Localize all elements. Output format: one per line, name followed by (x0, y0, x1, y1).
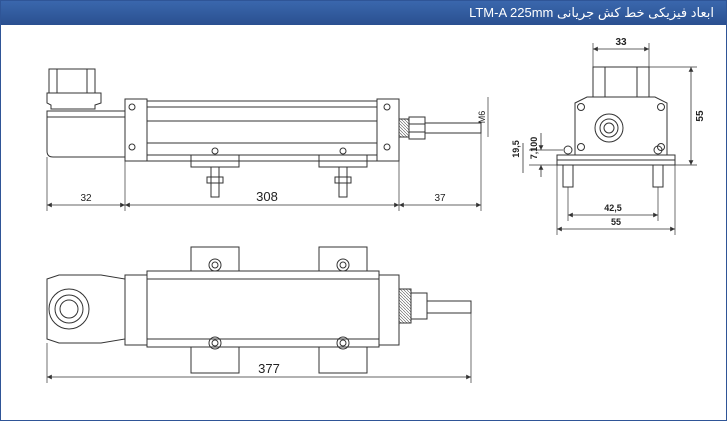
end-bolt-left (562, 164, 574, 188)
dim-mount-height: 19,5 (511, 140, 521, 158)
page-title: ابعاد فیزیکی خط کش جریانی LTM-A 225mm (469, 5, 714, 20)
rod (424, 122, 482, 134)
dim-body: 308 (256, 189, 278, 204)
dim-left: 32 (80, 193, 92, 204)
top-clamp-br (318, 346, 368, 374)
top-main-body (146, 270, 380, 348)
top-gland (398, 288, 412, 324)
dim-right: 37 (434, 193, 446, 204)
top-clamp-bl (190, 346, 240, 374)
connector-housing (46, 92, 102, 110)
dim-height: 55 (695, 110, 706, 122)
top-connector (46, 274, 126, 344)
top-view: 377 (46, 246, 472, 383)
bolt-left (210, 166, 220, 198)
end-bolt-right (652, 164, 664, 188)
gland-nut (398, 118, 410, 138)
connector-block (46, 110, 126, 158)
right-end-cap (376, 98, 400, 162)
top-right-end (378, 274, 400, 346)
end-flange (574, 96, 668, 156)
end-connector (592, 66, 650, 98)
bolt-right (338, 166, 348, 198)
dim-total: 377 (258, 361, 280, 376)
dim-top: 33 (615, 37, 627, 48)
connector-cap (48, 68, 96, 94)
technical-drawing: 32 308 37 M6 (46, 37, 706, 383)
end-gland (594, 113, 624, 143)
end-view: 33 55 7,100 19,5 42,5 55 (511, 37, 706, 235)
dim-hole-spacing: 42,5 (604, 203, 622, 213)
dim-hole-offset: 7,100 (529, 137, 539, 160)
title-bar: ابعاد فیزیکی خط کش جریانی LTM-A 225mm (1, 1, 726, 25)
dim-width: 55 (611, 217, 621, 227)
top-rod (426, 300, 472, 314)
gland-hex (408, 116, 426, 140)
thread-label: M6 (477, 111, 487, 124)
left-flange (124, 98, 148, 162)
main-profile (146, 100, 378, 162)
side-view: 32 308 37 M6 (46, 68, 489, 211)
top-left-flange (124, 274, 148, 346)
